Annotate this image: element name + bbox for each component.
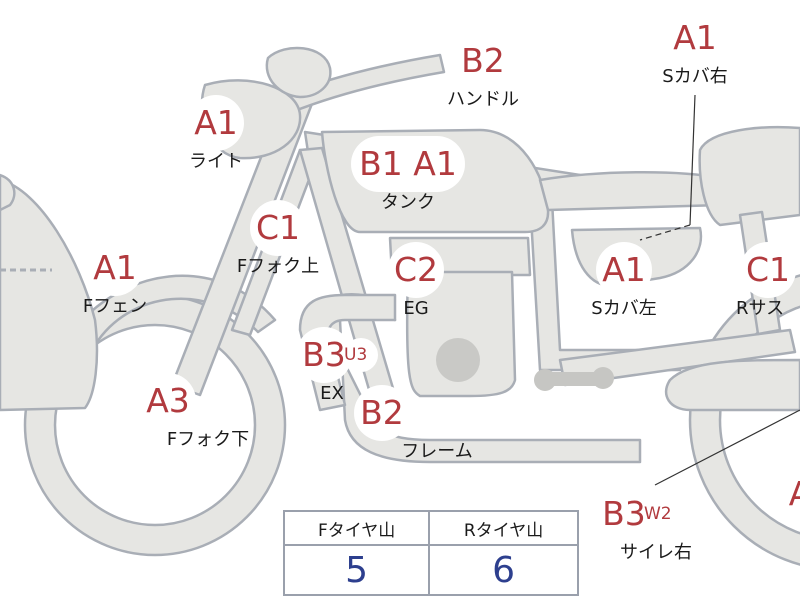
grade-rear-suspension: C1 <box>740 242 796 298</box>
gauge <box>265 46 332 99</box>
leader-line-s-cover-right-2 <box>639 224 691 241</box>
engine-cover <box>436 338 480 382</box>
label-s-cover-left: Sカバ左 <box>591 298 657 319</box>
grade-front-fender: A1 <box>87 240 143 296</box>
label-frame: フレーム <box>401 441 473 462</box>
seat <box>538 171 724 212</box>
grade-silencer-right: B3 <box>596 486 652 542</box>
label-front-fork-upper: Fフォク上 <box>236 256 320 277</box>
label-handle: ハンドル <box>447 89 519 110</box>
annotation-frame: B2 フレーム <box>354 385 502 463</box>
annotation-rear-edge: A <box>772 466 800 522</box>
annotation-light: A1 ライト <box>166 95 266 173</box>
tire-table-header-row: Fタイヤ山 Rタイヤ山 <box>282 510 579 546</box>
annotation-handle: B2 ハンドル <box>428 33 538 111</box>
value-front-tire: 5 <box>282 544 431 596</box>
grade-rear-edge: A <box>772 466 800 522</box>
label-front-fender: Fフェン <box>82 296 148 317</box>
leader-line-silencer <box>654 409 800 486</box>
grade-tank: B1 A1 <box>351 136 465 192</box>
annotation-s-cover-right: A1 Sカバ右 <box>660 10 730 88</box>
annotation-s-cover-left: A1 Sカバ左 <box>568 242 680 320</box>
grade-front-fork-upper: C1 <box>250 200 306 256</box>
annotation-front-fender: A1 Fフェン <box>50 240 180 318</box>
annotation-exhaust: B3U3 EX <box>296 327 396 405</box>
label-rear-suspension: Rサス <box>736 298 785 319</box>
value-rear-tire: 6 <box>428 544 579 596</box>
grade-s-cover-right: A1 <box>667 10 723 66</box>
label-light: ライト <box>189 151 243 172</box>
annotation-front-fork-upper: C1 Fフォク上 <box>208 200 348 278</box>
front-cowl <box>0 178 99 412</box>
grade-front-fork-lower: A3 <box>140 373 196 429</box>
annotation-engine: C2 EG <box>380 242 452 320</box>
grade-handle: B2 <box>455 33 511 89</box>
label-exhaust: EX <box>320 383 344 404</box>
sub-grade-silencer-right: W2 <box>644 497 678 531</box>
engine-block <box>405 270 517 398</box>
grade-s-cover-left: A1 <box>596 242 652 298</box>
grade-engine: C2 <box>388 242 444 298</box>
sub-grade-exhaust: U3 <box>344 338 378 372</box>
leader-line-s-cover-right <box>689 94 696 226</box>
grade-frame: B2 <box>354 385 410 441</box>
handlebar <box>283 53 446 114</box>
label-front-fork-lower: Fフォク下 <box>166 429 250 450</box>
front-cowl-top <box>0 173 16 212</box>
label-silencer-right: サイレ右 <box>620 542 692 563</box>
muffler <box>664 358 800 412</box>
annotation-silencer-right: B3W2 サイレ右 <box>596 486 726 564</box>
rear-cowl <box>698 125 800 227</box>
header-rear-tire: Rタイヤ山 <box>428 510 579 546</box>
annotation-front-fork-lower: A3 Fフォク下 <box>138 373 278 451</box>
label-engine: EG <box>403 298 429 319</box>
header-front-tire: Fタイヤ山 <box>282 510 431 546</box>
label-tank: タンク <box>381 192 435 213</box>
annotation-rear-suspension: C1 Rサス <box>736 242 800 320</box>
grade-light: A1 <box>188 95 244 151</box>
grade-exhaust: B3 <box>296 327 352 383</box>
tire-tread-table: Fタイヤ山 Rタイヤ山 5 6 <box>282 510 579 596</box>
label-s-cover-right: Sカバ右 <box>662 66 728 87</box>
annotation-tank: B1 A1 タンク <box>348 136 468 214</box>
tire-table-value-row: 5 6 <box>282 544 579 596</box>
